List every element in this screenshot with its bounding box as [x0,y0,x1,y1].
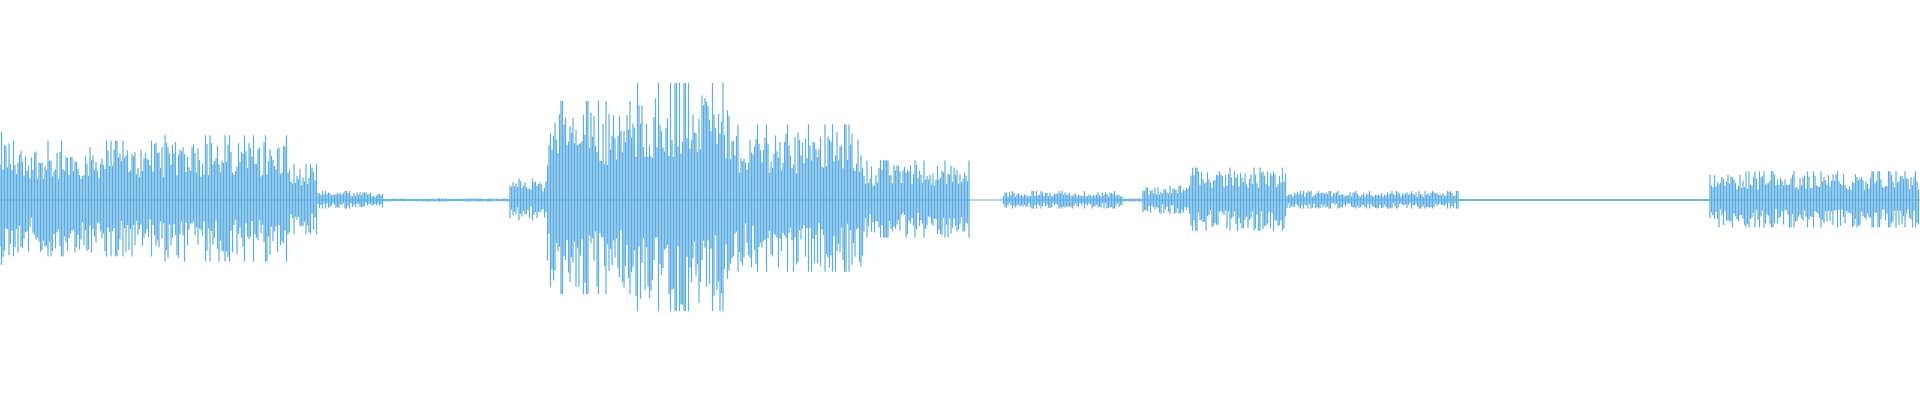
waveform-lines [0,83,1920,312]
